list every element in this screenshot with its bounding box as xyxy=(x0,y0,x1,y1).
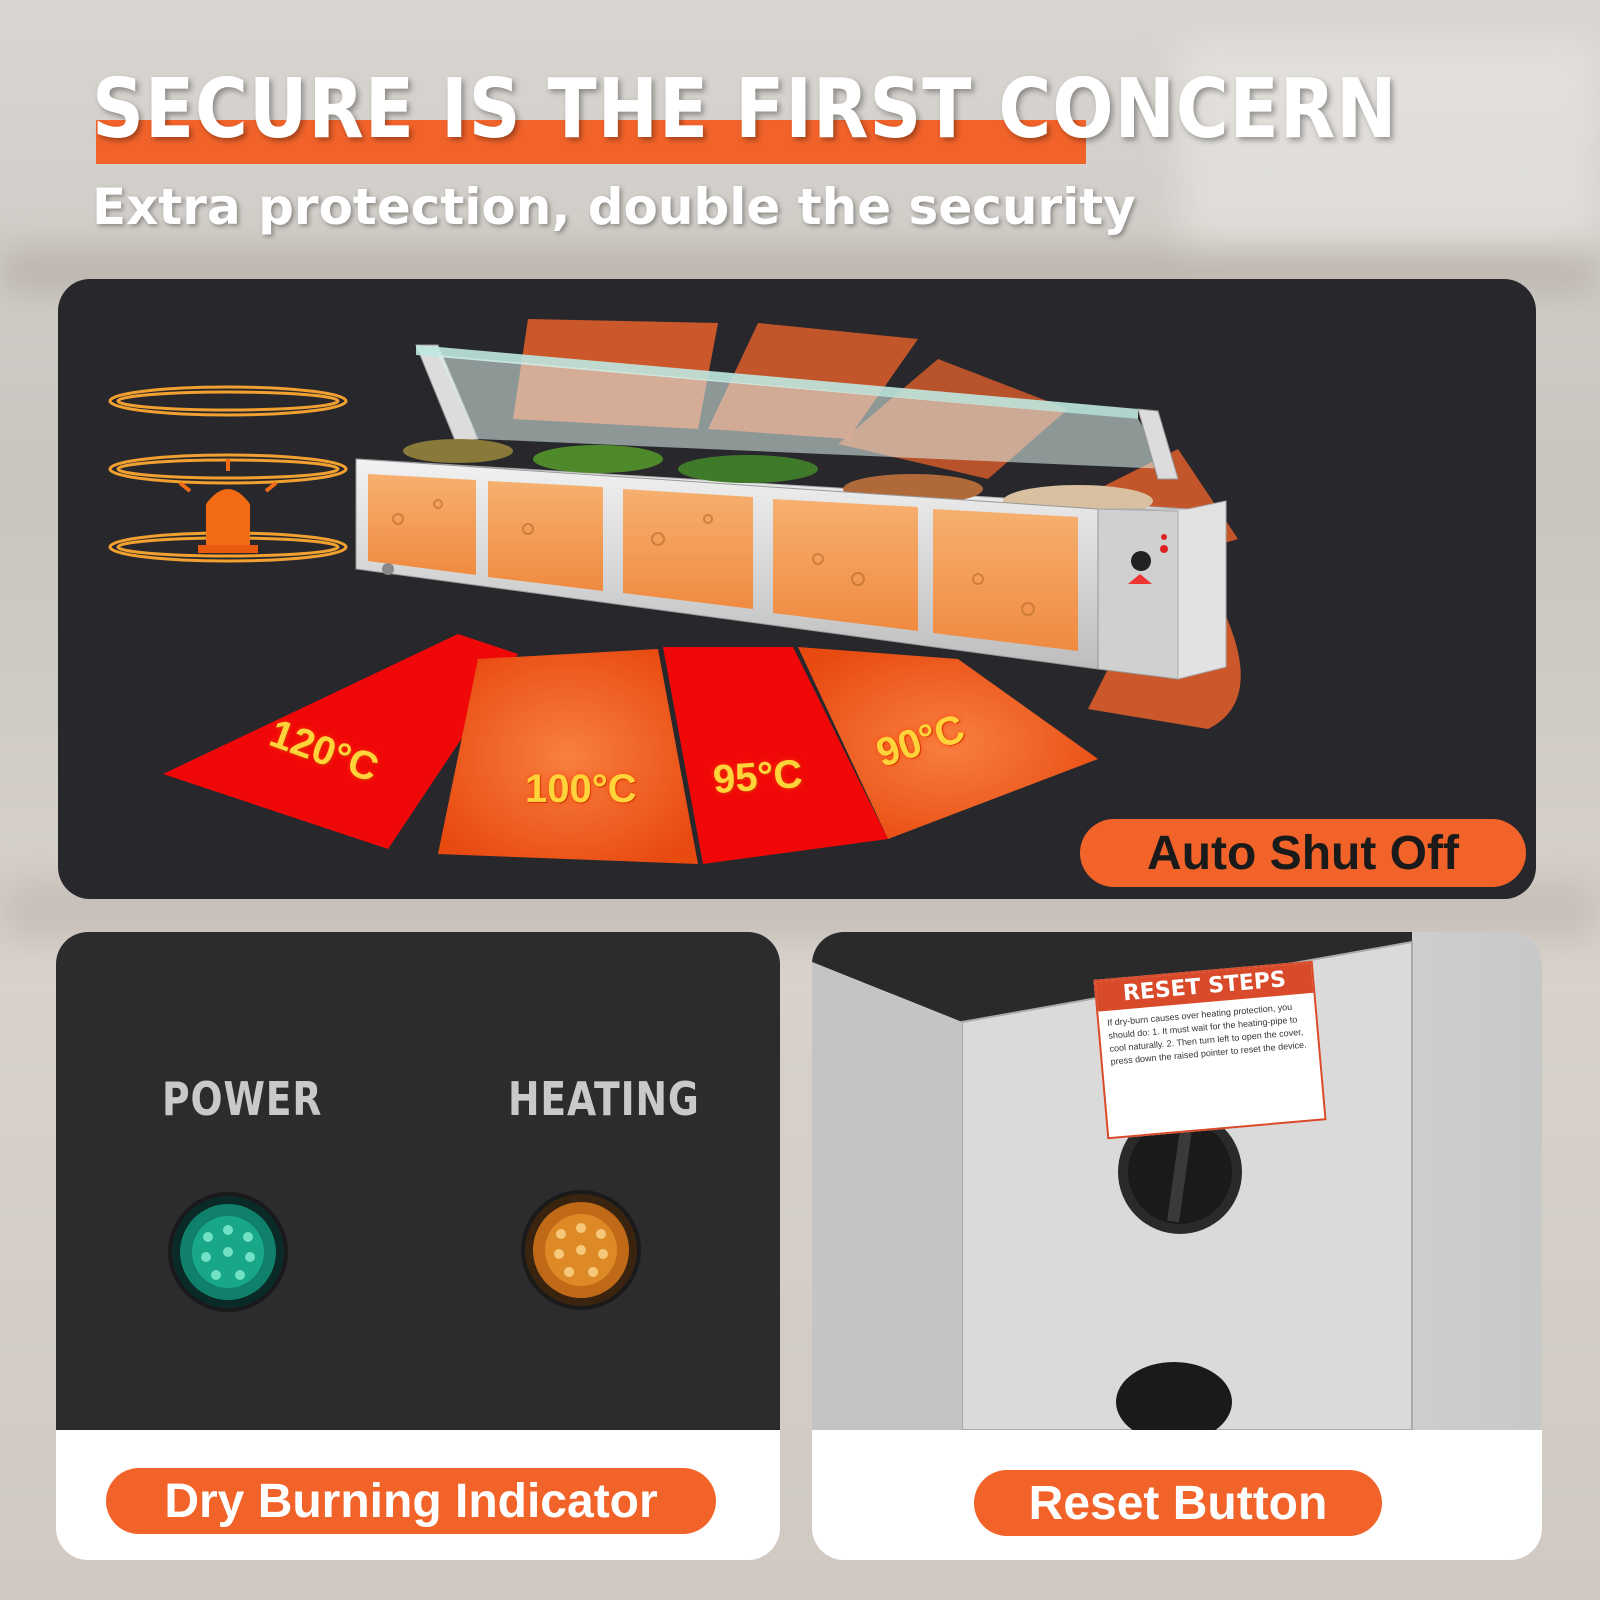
heat-segment-100 xyxy=(438,649,698,864)
lower-knob-icon xyxy=(1116,1362,1232,1430)
page-title: SECURE IS THE FIRST CONCERN xyxy=(92,62,1398,157)
power-label: POWER xyxy=(162,1072,323,1126)
reset-knob-icon xyxy=(1118,1110,1242,1234)
heat-segment-95 xyxy=(663,647,888,864)
heat-segment-90 xyxy=(798,647,1098,839)
heating-label: HEATING xyxy=(508,1072,700,1126)
dry-burning-label: Dry Burning Indicator xyxy=(164,1474,658,1528)
auto-shutoff-badge: Auto Shut Off xyxy=(1080,819,1526,887)
reset-photo: RESET STEPS If dry-burn causes over heat… xyxy=(812,932,1542,1430)
dry-burning-card: POWER HEATING xyxy=(56,932,780,1560)
auto-shutoff-label: Auto Shut Off xyxy=(1147,826,1459,880)
power-light-icon xyxy=(168,1192,288,1312)
heating-light-icon xyxy=(521,1190,641,1310)
indicator-photo: POWER HEATING xyxy=(56,932,780,1430)
indicator-lights xyxy=(168,1190,641,1312)
reset-steps-sticker: RESET STEPS If dry-burn causes over heat… xyxy=(1093,960,1327,1140)
dry-burning-badge: Dry Burning Indicator xyxy=(106,1468,716,1534)
auto-shutoff-panel: 120°C 100°C 95°C 90°C Auto Shut Off xyxy=(58,279,1536,899)
temp-label-100: 100°C xyxy=(525,767,637,811)
product-illustration xyxy=(108,319,1241,864)
headline-block: SECURE IS THE FIRST CONCERN xyxy=(92,62,1575,164)
reset-button-badge: Reset Button xyxy=(974,1470,1382,1536)
background-window xyxy=(1180,40,1600,260)
temp-label-95: 95°C xyxy=(711,751,804,803)
reset-button-card: RESET STEPS If dry-burn causes over heat… xyxy=(812,932,1542,1560)
heat-segment-120 xyxy=(163,634,518,849)
food-warmer-product xyxy=(355,344,1227,680)
page-subtitle: Extra protection, double the security xyxy=(92,178,1136,236)
reset-button-label: Reset Button xyxy=(1028,1476,1328,1530)
headline-underline xyxy=(96,120,1086,164)
alarm-light-icon xyxy=(178,459,278,553)
